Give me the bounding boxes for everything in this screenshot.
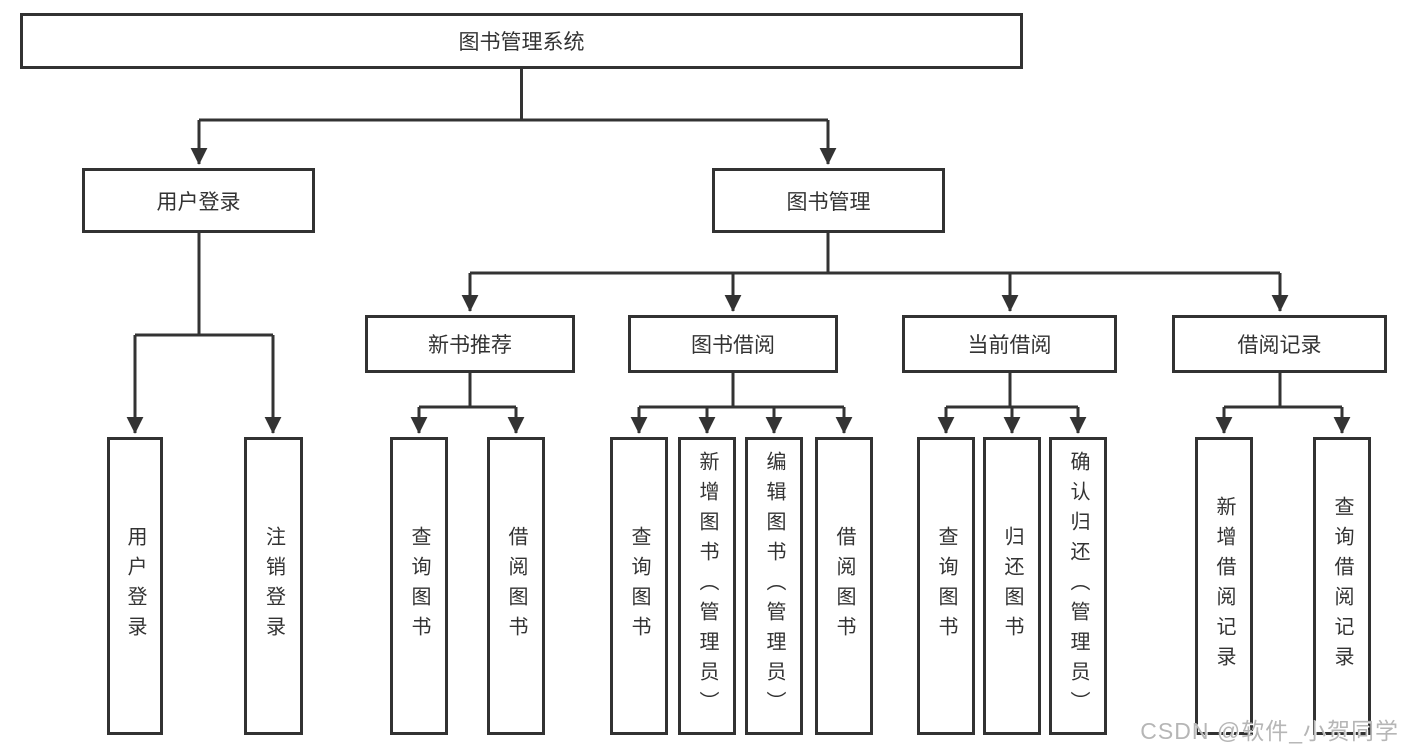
node-leaf-borrow-books-recommend: 借阅图书 [487, 437, 545, 735]
node-leaf-edit-books-admin: 编辑图书（管理员） [745, 437, 803, 735]
node-label: 借阅图书 [505, 526, 527, 646]
node-label: 用户登录 [124, 526, 146, 646]
node-leaf-add-books-admin: 新增图书（管理员） [678, 437, 736, 735]
node-label: 查询借阅记录 [1331, 496, 1353, 676]
node-label: 查询图书 [408, 526, 430, 646]
node-label: 查询图书 [935, 526, 957, 646]
node-book-management: 图书管理 [712, 168, 945, 233]
node-label: 归还图书 [1001, 526, 1023, 646]
node-label: 图书管理 [786, 190, 871, 214]
node-leaf-query-books-borrow: 查询图书 [610, 437, 668, 735]
node-leaf-query-books-recommend: 查询图书 [390, 437, 448, 735]
node-leaf-borrow-books: 借阅图书 [815, 437, 873, 735]
node-user-login: 用户登录 [82, 168, 315, 233]
node-library-management-system: 图书管理系统 [20, 13, 1023, 69]
node-leaf-logout: 注销登录 [244, 437, 303, 735]
node-label: 图书借阅 [691, 334, 775, 357]
node-label: 图书管理系统 [458, 31, 585, 54]
node-leaf-add-borrow-record: 新增借阅记录 [1195, 437, 1253, 735]
node-label: 新书推荐 [428, 334, 512, 357]
node-label: 新增借阅记录 [1213, 496, 1235, 676]
node-leaf-confirm-return-admin: 确认归还（管理员） [1049, 437, 1107, 735]
node-label: 用户登录 [156, 190, 241, 214]
node-leaf-query-borrow-record: 查询借阅记录 [1313, 437, 1371, 735]
node-label: 查询图书 [628, 526, 650, 646]
node-new-book-recommend: 新书推荐 [365, 315, 575, 373]
node-label: 借阅图书 [833, 526, 855, 646]
node-borrowing-records: 借阅记录 [1172, 315, 1387, 373]
node-current-borrowing: 当前借阅 [902, 315, 1117, 373]
node-leaf-user-login: 用户登录 [107, 437, 163, 735]
node-label: 当前借阅 [967, 334, 1052, 357]
csdn-watermark: CSDN @软件_小贺同学 [1140, 718, 1399, 744]
node-label: 注销登录 [262, 526, 285, 646]
node-label: 编辑图书（管理员） [763, 451, 785, 721]
node-label: 新增图书（管理员） [696, 451, 718, 721]
node-leaf-return-books: 归还图书 [983, 437, 1041, 735]
node-leaf-query-books-current: 查询图书 [917, 437, 975, 735]
node-label: 借阅记录 [1237, 334, 1322, 357]
node-book-borrowing: 图书借阅 [628, 315, 838, 373]
node-label: 确认归还（管理员） [1067, 451, 1089, 721]
